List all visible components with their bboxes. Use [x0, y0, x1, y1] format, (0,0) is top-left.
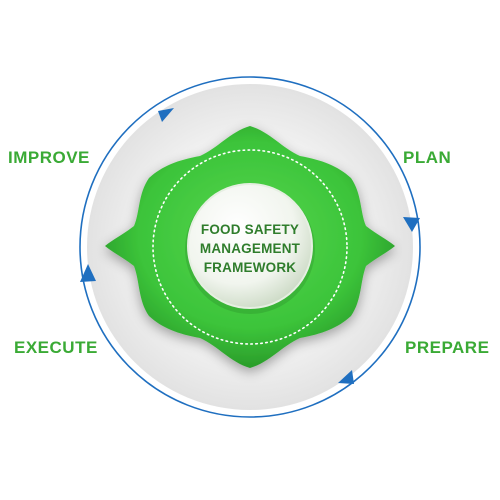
cycle-ring [79, 76, 421, 418]
arrow-head-icon-left [80, 264, 96, 282]
cycle-arrows [80, 108, 420, 384]
arrow-head-icon-right [403, 217, 420, 232]
arrow-head-icon-bottom [338, 370, 354, 384]
center-title-line-2: MANAGEMENT [199, 241, 301, 256]
dotted-ring [152, 149, 348, 345]
center-title-line-1: FOOD SAFETY [200, 222, 300, 237]
stage-label-execute: EXECUTE [14, 338, 98, 357]
stage-label-plan: PLAN [403, 148, 452, 167]
arrow-head-icon-top [158, 108, 174, 122]
center-disc [187, 183, 313, 309]
center-title-line-3: FRAMEWORK [203, 260, 297, 275]
stage-label-prepare: PREPARE [405, 338, 490, 357]
stage-label-improve: IMPROVE [8, 148, 90, 167]
